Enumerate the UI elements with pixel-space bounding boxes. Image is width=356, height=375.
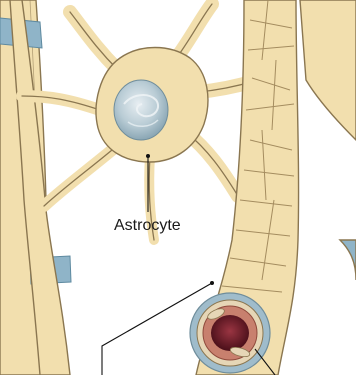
leader-dot bbox=[146, 154, 150, 158]
nucleus bbox=[114, 80, 168, 140]
vessel-cross-section bbox=[190, 293, 270, 373]
leader-dot bbox=[210, 281, 214, 285]
process-right bbox=[300, 0, 356, 280]
astrocyte-label: Astrocyte bbox=[114, 217, 181, 235]
